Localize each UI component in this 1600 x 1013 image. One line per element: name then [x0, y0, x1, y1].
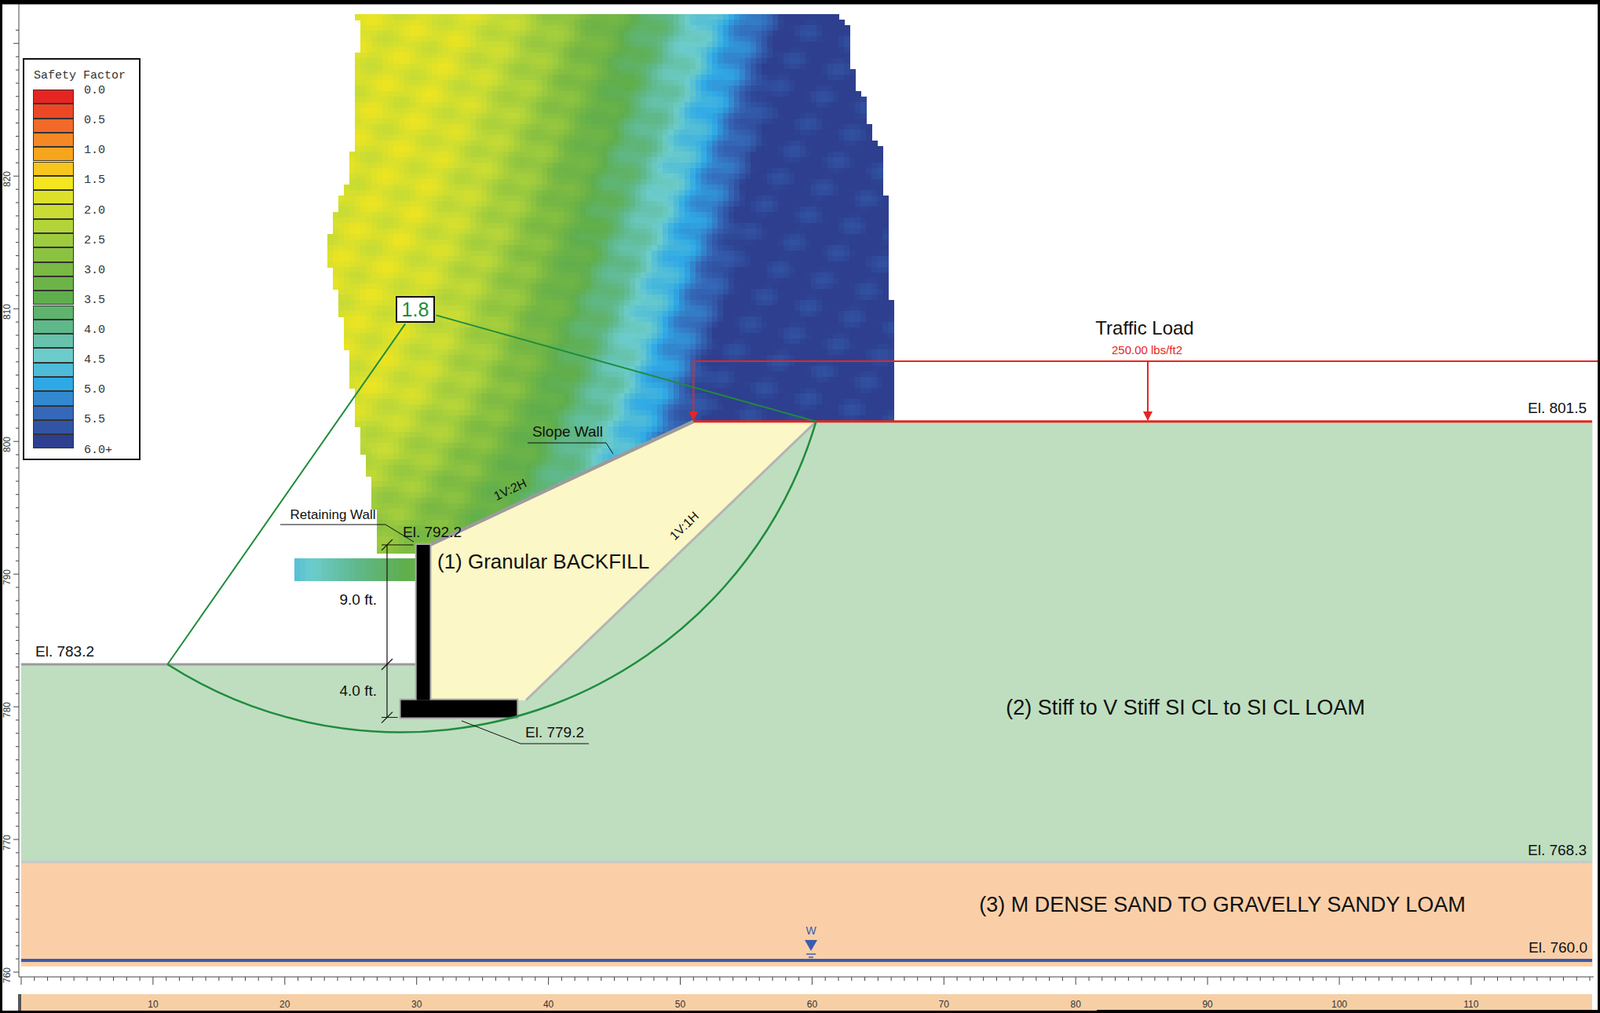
figure: 1.8(1) Granular BACKFILL(2) Stiff to V S…	[0, 0, 1600, 1013]
